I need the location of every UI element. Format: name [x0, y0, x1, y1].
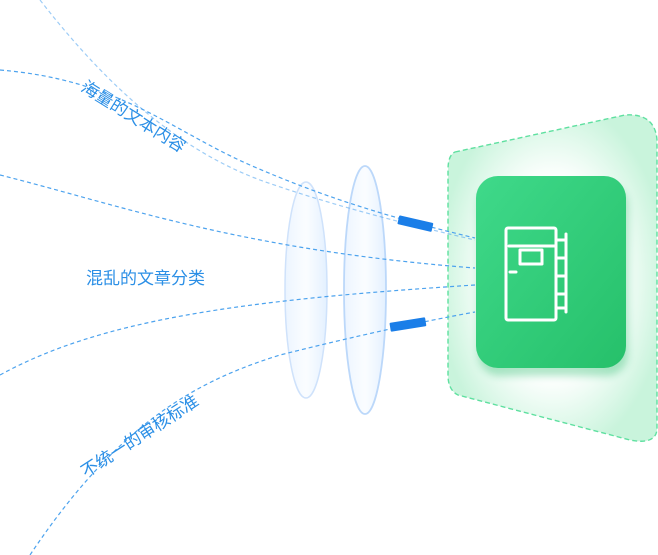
- lens-right: [343, 165, 387, 415]
- ray-1: [0, 69, 476, 239]
- notebook-icon: [504, 226, 568, 322]
- label-top: 海量的文本内容: [77, 77, 189, 157]
- ray-marker-bottom: [389, 317, 427, 332]
- ray-5: [39, 0, 476, 241]
- label-middle: 混乱的文章分类: [86, 269, 205, 289]
- ray-3: [0, 284, 476, 376]
- ray-marker-top: [397, 215, 434, 232]
- ray-4: [29, 311, 476, 555]
- label-bottom: 不统一的审核标准: [78, 391, 203, 482]
- green-panel: [476, 176, 628, 376]
- lens-left: [284, 181, 328, 399]
- ray-2: [0, 174, 476, 269]
